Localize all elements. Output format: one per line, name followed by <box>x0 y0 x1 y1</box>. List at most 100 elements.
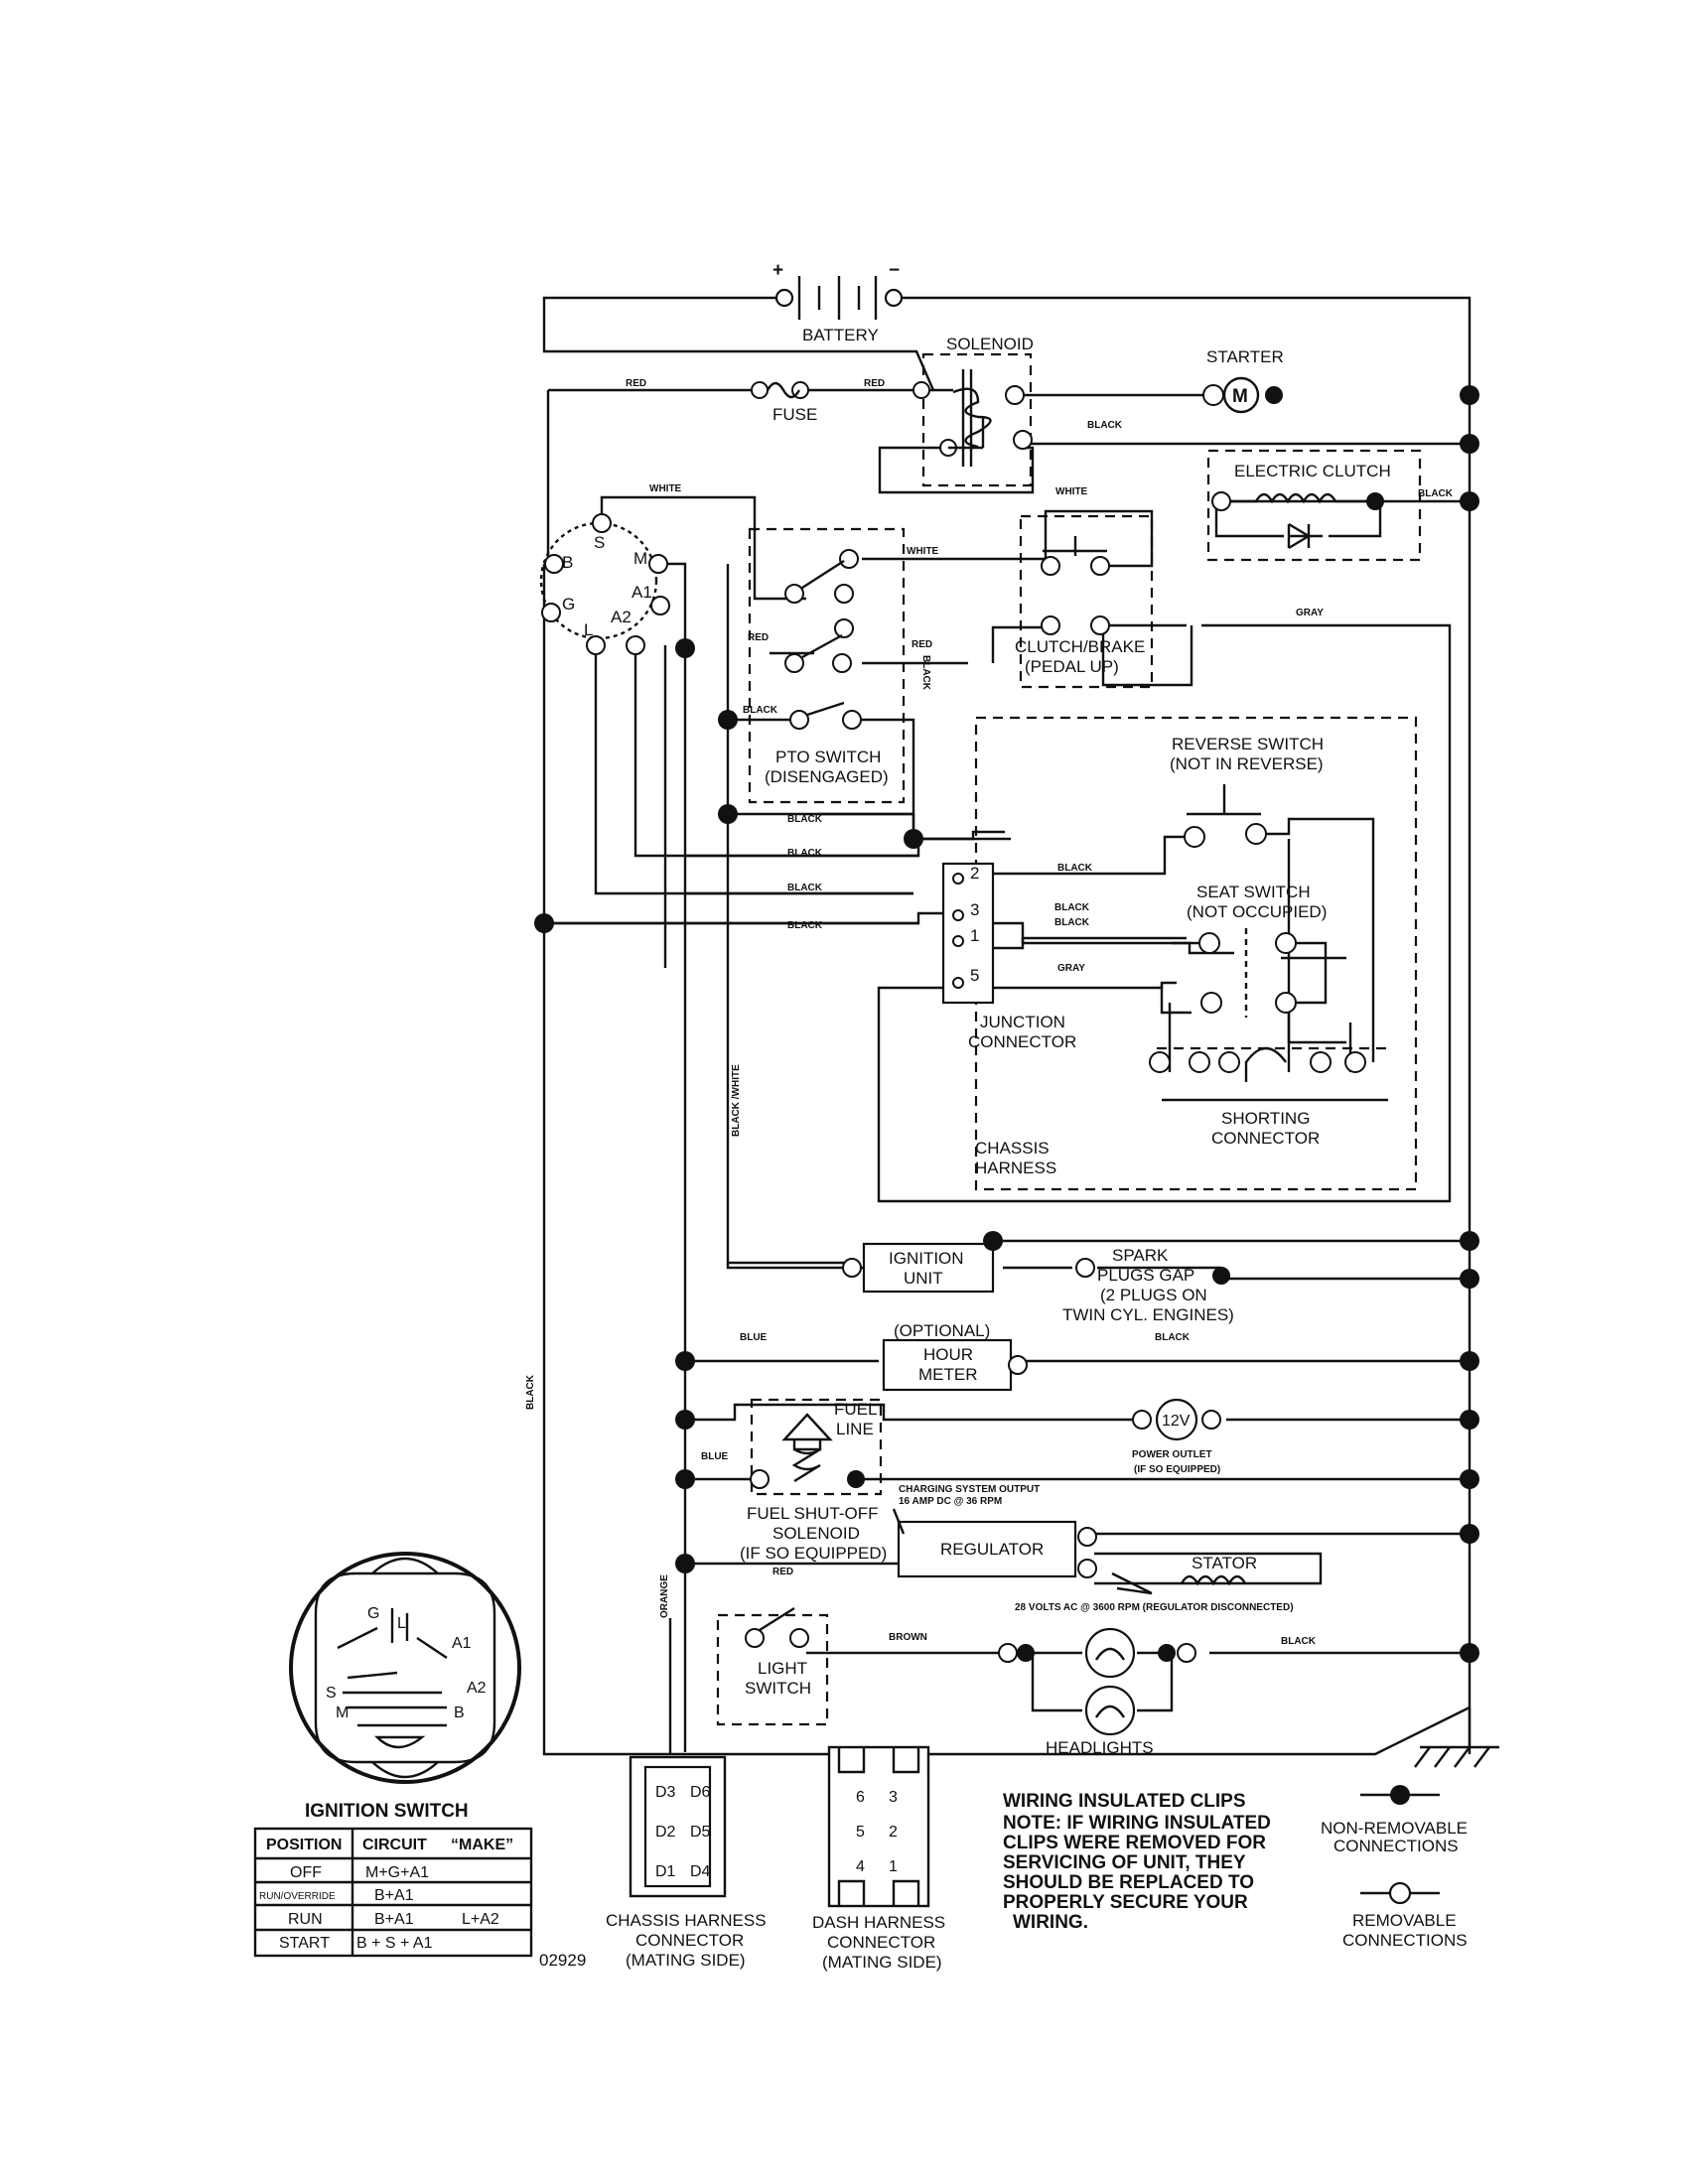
wire-label-orange: ORANGE <box>659 1574 670 1618</box>
legend-removable-1: REMOVABLE <box>1352 1911 1457 1930</box>
electric-clutch: ELECTRIC CLUTCH <box>1211 462 1391 550</box>
face-label-m: M <box>336 1705 349 1721</box>
dash-connector-caption-3: (MATING SIDE) <box>822 1953 942 1972</box>
table-row-run-extra: L+A2 <box>462 1911 499 1928</box>
wire-label-red: RED <box>772 1567 793 1577</box>
face-label-s: S <box>326 1685 337 1702</box>
reverse-label-2: (NOT IN REVERSE) <box>1170 754 1324 773</box>
ign-terminal-m: M <box>633 549 647 568</box>
spark-plugs: SPARK PLUGS GAP (2 PLUGS ON TWIN CYL. EN… <box>1062 1246 1234 1324</box>
dash-harness-connector: 6 3 5 2 4 1 DASH HARNESS CONNECTOR (MATI… <box>812 1745 945 1972</box>
ignition-unit: IGNITION UNIT <box>842 1242 995 1294</box>
ignition-unit-label-2: UNIT <box>904 1269 943 1288</box>
dash-pin-4: 4 <box>856 1858 865 1875</box>
fuel-shutoff-label-3: (IF SO EQUIPPED) <box>740 1544 887 1563</box>
face-label-b: B <box>454 1705 465 1721</box>
seat-label-2: (NOT OCCUPIED) <box>1187 902 1327 921</box>
chassis-connector-caption-2: CONNECTOR <box>635 1931 744 1950</box>
light-switch-label-2: SWITCH <box>745 1679 811 1698</box>
wire-label-black: BLACK <box>1054 902 1090 913</box>
optional-label: (OPTIONAL) <box>894 1321 990 1340</box>
stator-note: 28 VOLTS AC @ 3600 RPM (REGULATOR DISCON… <box>1015 1602 1294 1613</box>
legend-removable-2: CONNECTIONS <box>1342 1931 1468 1950</box>
table-row-off-position: OFF <box>290 1864 322 1881</box>
clutch-brake-switch: CLUTCH/BRAKE (PEDAL UP) <box>1015 536 1145 676</box>
motor-letter: M <box>1232 386 1248 407</box>
wire-color-labels: RED RED BLACK BLACK WHITE WHITE WHITE GR… <box>525 378 1454 1647</box>
wire-label-black: BLACK <box>1087 420 1123 431</box>
fuel-line-label-1: FUEL <box>834 1400 877 1419</box>
ign-terminal-a2: A2 <box>611 608 632 626</box>
table-header-make: “MAKE” <box>451 1837 513 1853</box>
fuse: FUSE <box>751 381 817 424</box>
stator: STATOR 28 VOLTS AC @ 3600 RPM (REGULATOR… <box>1015 1554 1294 1613</box>
chassis-harness-label-1: CHASSIS <box>975 1139 1050 1158</box>
dash-pin-6: 6 <box>856 1789 865 1806</box>
spark-label-2: PLUGS GAP <box>1097 1266 1194 1285</box>
wire-label-black: BLACK <box>787 848 823 859</box>
light-switch: LIGHT SWITCH <box>745 1606 811 1698</box>
shorting-label-1: SHORTING <box>1221 1109 1310 1128</box>
pto-switch: PTO SWITCH (DISENGAGED) <box>765 549 889 786</box>
face-label-l: L <box>397 1615 406 1632</box>
solenoid: SOLENOID <box>912 335 1034 467</box>
dash-connector-caption-2: CONNECTOR <box>827 1933 935 1952</box>
dash-pin-3: 3 <box>889 1789 898 1806</box>
chassis-pin-d5: D5 <box>690 1824 711 1841</box>
reverse-switch: REVERSE SWITCH (NOT IN REVERSE) <box>1170 735 1324 848</box>
charging-label-2: 16 AMP DC @ 36 RPM <box>899 1496 1002 1507</box>
dash-pin-5: 5 <box>856 1824 865 1841</box>
spark-label-1: SPARK <box>1112 1246 1169 1265</box>
ign-terminal-l: L <box>584 620 593 639</box>
wiring-note: WIRING INSULATED CLIPS NOTE: IF WIRING I… <box>1003 1791 1271 1933</box>
note-line-1: NOTE: IF WIRING INSULATED <box>1003 1813 1271 1834</box>
fuel-line-label-2: LINE <box>836 1420 874 1438</box>
regulator: CHARGING SYSTEM OUTPUT 16 AMP DC @ 36 RP… <box>892 1484 1097 1578</box>
wire-label-black: BLACK <box>787 883 823 893</box>
wire-label-white: WHITE <box>907 546 939 557</box>
non-removable-dots <box>534 385 1479 1663</box>
wire-label-gray: GRAY <box>1296 608 1324 618</box>
ignition-switch-face: G L A1 S A2 M B <box>289 1552 521 1784</box>
table-row-off-circuit: M+G+A1 <box>365 1864 429 1881</box>
hour-meter-label-1: HOUR <box>923 1345 973 1364</box>
junction-connector: 2 3 1 5 JUNCTION CONNECTOR <box>941 862 1076 1051</box>
chassis-pin-d1: D1 <box>655 1863 676 1880</box>
chassis-harness-label-2: HARNESS <box>975 1159 1056 1177</box>
battery-label: BATTERY <box>802 326 879 344</box>
table-row-run-position: RUN <box>288 1911 323 1928</box>
power-outlet-label-1: POWER OUTLET <box>1132 1449 1212 1460</box>
fuel-shutoff-label-2: SOLENOID <box>772 1524 860 1543</box>
junction-pin-3: 3 <box>970 900 979 919</box>
wire-label-blue: BLUE <box>701 1451 729 1462</box>
fuel-shutoff-label-1: FUEL SHUT-OFF <box>747 1504 879 1523</box>
battery-plus: + <box>772 260 783 281</box>
fuel-shutoff-solenoid: FUEL LINE FUEL SHUT-OFF SOLENOID (IF SO … <box>740 1400 887 1563</box>
wire-label-black: BLACK <box>1057 863 1093 874</box>
wire-label-blue: BLUE <box>740 1332 768 1343</box>
headlights-label: HEADLIGHTS <box>1046 1738 1154 1757</box>
diagram-number: 02929 <box>539 1951 586 1970</box>
fuse-label: FUSE <box>772 405 817 424</box>
junction-label-2: CONNECTOR <box>968 1032 1076 1051</box>
ignition-switch-table: IGNITION SWITCH POSITION CIRCUIT “MAKE” … <box>253 1801 586 1970</box>
note-line-4: SHOULD BE REPLACED TO <box>1003 1872 1254 1893</box>
junction-label-1: JUNCTION <box>980 1013 1065 1031</box>
note-title: WIRING INSULATED CLIPS <box>1003 1791 1246 1812</box>
wire-label-gray: GRAY <box>1057 963 1085 974</box>
outlet-12v: 12V <box>1162 1413 1191 1430</box>
shorting-connector: SHORTING CONNECTOR <box>1149 1046 1366 1148</box>
wire-label-black: BLACK <box>787 814 823 825</box>
charging-label-1: CHARGING SYSTEM OUTPUT <box>899 1484 1040 1495</box>
hour-meter: (OPTIONAL) HOUR METER <box>882 1321 1028 1392</box>
wire-label-black: BLACK <box>743 705 778 716</box>
stator-label: STATOR <box>1192 1554 1257 1572</box>
pto-label-2: (DISENGAGED) <box>765 767 889 786</box>
seat-switch: SEAT SWITCH (NOT OCCUPIED) <box>1172 883 1327 1018</box>
legend-non-removable-1: NON-REMOVABLE <box>1321 1819 1468 1838</box>
wire-label-red: RED <box>864 378 885 389</box>
chassis-pin-d6: D6 <box>690 1784 711 1801</box>
face-label-g: G <box>367 1605 379 1622</box>
light-switch-label-1: LIGHT <box>758 1659 807 1678</box>
